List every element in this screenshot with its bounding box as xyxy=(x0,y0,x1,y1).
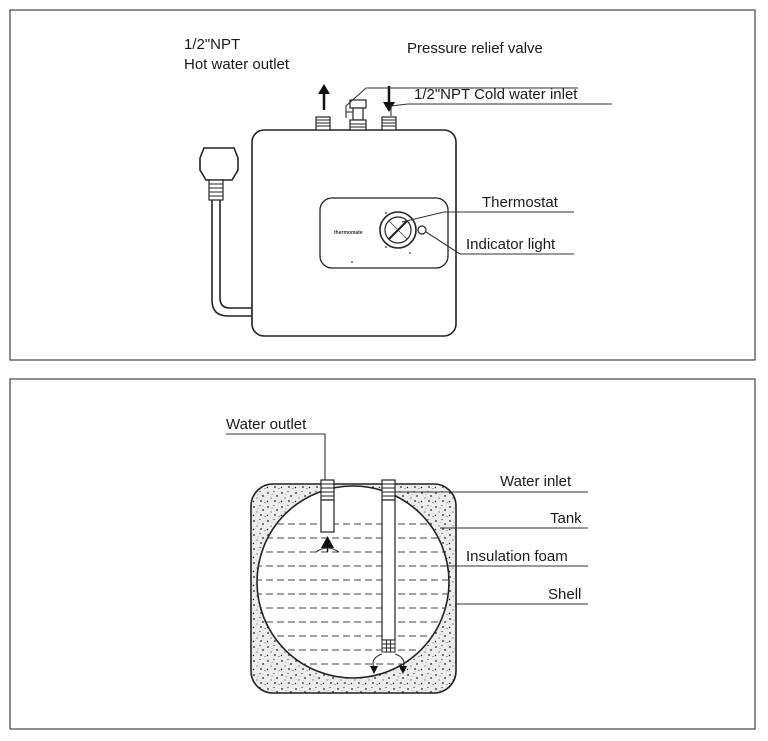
inlet-pipe xyxy=(381,479,396,653)
plug-icon xyxy=(199,147,239,201)
brand-logo: thermomate xyxy=(334,230,363,236)
thermostat-knob[interactable] xyxy=(379,211,417,249)
indicator-light-label: Indicator light xyxy=(466,236,556,253)
water-inlet-label: Water inlet xyxy=(500,473,572,490)
pressure-relief-valve xyxy=(345,99,367,131)
bottom-panel-frame xyxy=(9,378,756,730)
leader-lines-bottom xyxy=(226,433,588,605)
leader-lines-top xyxy=(345,87,612,255)
tank-label: Tank xyxy=(550,510,582,527)
power-cord xyxy=(211,200,252,317)
hot-outlet-label-line1: 1/2"NPT xyxy=(184,36,240,53)
cold-inlet-label: 1/2"NPT Cold water inlet xyxy=(414,86,578,103)
insulation-foam-label: Insulation foam xyxy=(466,548,568,565)
arrow-down-icon xyxy=(383,86,395,112)
dial-marks xyxy=(351,212,411,263)
arrow-up-icon xyxy=(315,536,340,553)
thermostat-label: Thermostat xyxy=(482,194,559,211)
cold-inlet-fitting xyxy=(381,116,397,131)
top-panel-frame xyxy=(9,9,756,361)
pressure-relief-valve-label: Pressure relief valve xyxy=(407,40,543,57)
outlet-pipe xyxy=(320,479,335,533)
water-outlet-label: Water outlet xyxy=(226,416,307,433)
hot-outlet-fitting xyxy=(315,116,331,131)
shell-label: Shell xyxy=(548,586,581,603)
flow-arrows-icon xyxy=(370,653,407,674)
tank xyxy=(256,485,450,679)
hot-outlet-label-line2: Hot water outlet xyxy=(184,56,290,73)
arrow-up-icon xyxy=(318,84,330,110)
indicator-light-icon xyxy=(417,225,427,235)
